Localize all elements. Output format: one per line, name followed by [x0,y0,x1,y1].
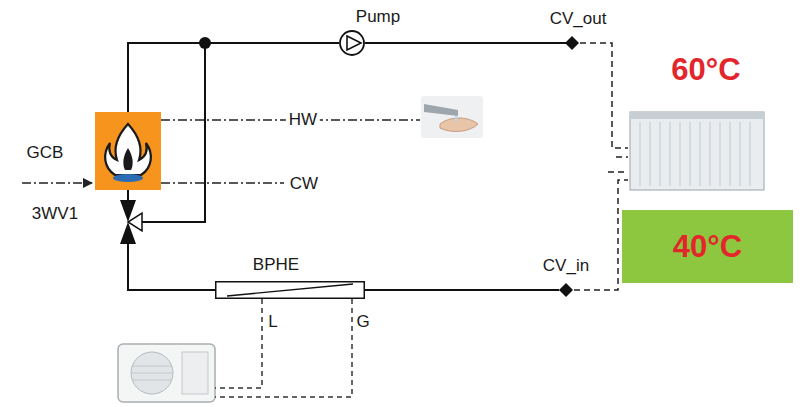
node-outline [215,281,365,299]
refrigerant-liquid-line [215,299,262,388]
sensor-label: CV_in [543,256,589,276]
supply-pipe-dashed [616,156,628,158]
sensor-diamond [559,283,573,297]
temperature-box: 40°C [622,210,793,283]
valve-symbol: 3WV1 [114,200,142,244]
outdoor-unit-picture [118,344,215,402]
heat-exchanger: BPHE [215,281,365,299]
pipe-connector [142,43,339,222]
pipe-connector [128,244,215,290]
node-text: GCB [27,143,64,163]
exchanger-plate [227,284,353,296]
exchanger-body [216,282,365,299]
temperature-label: 60°C [671,52,740,88]
pump-circle [340,31,364,55]
pipe-connector [128,43,339,112]
return-pipe [365,289,559,291]
pump-triangle [347,36,361,50]
line-label: L [268,312,277,332]
node-text: 3WV1 [32,204,78,224]
pipe-connector [127,190,129,200]
tap-picture [421,96,483,138]
supply-pipe-dashed [580,43,628,148]
sensor-diamond [565,36,579,50]
return-pipe-dashed [608,171,628,173]
radiator-picture [630,112,764,190]
pump-symbol: Pump [339,30,365,56]
refrigerant-gas-line [215,299,352,397]
pipe-label: CW [287,174,321,194]
pipe-label: HW [286,110,320,130]
node-text: Pump [356,7,400,27]
flame-icon [105,124,151,175]
flame-icon [123,148,132,170]
cold-water-line [161,182,284,184]
node-text: BPHE [253,255,299,275]
burner-icon [113,174,143,182]
node-outline [95,112,161,190]
boiler-box: GCB [95,112,161,190]
sensor-label: CV_out [550,9,607,29]
temperature-fill [622,210,793,283]
supply-pipe [365,42,574,44]
gas-supply-line [22,182,92,184]
node-text: 40°C [622,210,793,283]
line-label: G [356,312,369,332]
node-outline [339,30,365,56]
node-outline [114,200,142,244]
boiler-body [95,112,161,190]
valve-triangle [128,213,142,231]
